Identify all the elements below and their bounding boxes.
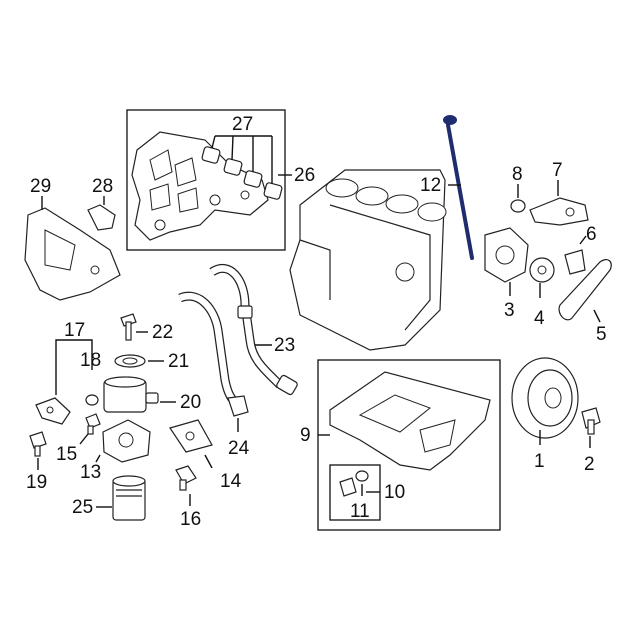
drain-gasket[interactable]: [355, 470, 369, 482]
engine-cover[interactable]: [24, 207, 121, 301]
bolt-19[interactable]: [29, 431, 47, 457]
callout-18: 18: [80, 350, 101, 371]
callout-23: 23: [274, 335, 295, 356]
oil-pump[interactable]: [484, 227, 529, 283]
callout-11: 11: [350, 501, 370, 522]
leader-27: [211, 135, 273, 184]
callout-1: 1: [534, 451, 545, 472]
engine-block[interactable]: [289, 169, 447, 351]
callout-10: 10: [384, 482, 405, 503]
callout-8: 8: [512, 164, 523, 185]
bolt-15[interactable]: [85, 413, 101, 435]
crankshaft-pulley[interactable]: [511, 357, 579, 439]
callout-28: 28: [92, 176, 113, 197]
drain-plug[interactable]: [339, 477, 357, 497]
callout-20: 20: [180, 392, 201, 413]
callout-2: 2: [584, 454, 595, 475]
callout-4: 4: [534, 308, 545, 329]
callout-29: 29: [30, 176, 51, 197]
leader-15: [79, 433, 89, 445]
bolt-22[interactable]: [120, 313, 137, 341]
leader-14: [204, 454, 213, 469]
gasket-14[interactable]: [169, 419, 213, 453]
oil-cooler[interactable]: [103, 376, 159, 413]
intake-manifold[interactable]: [131, 131, 269, 241]
pump-sprocket[interactable]: [529, 257, 555, 283]
hose-connector[interactable]: [227, 395, 249, 417]
callout-27: 27: [232, 114, 253, 135]
callout-13: 13: [80, 462, 101, 483]
callout-25: 25: [72, 497, 93, 518]
callout-22: 22: [152, 322, 173, 343]
gasket-21[interactable]: [114, 354, 146, 368]
callout-12: 12: [420, 175, 441, 196]
leader-13: [95, 454, 101, 463]
chain-tensioner[interactable]: [564, 249, 586, 275]
callout-21: 21: [168, 351, 189, 372]
oil-filter-adapter[interactable]: [102, 419, 151, 463]
oil-filter[interactable]: [112, 475, 146, 521]
callout-9: 9: [300, 425, 311, 446]
callout-16: 16: [180, 509, 201, 530]
callout-19: 19: [26, 472, 47, 493]
callout-6: 6: [586, 224, 597, 245]
o-ring-18[interactable]: [85, 394, 99, 406]
mount-bracket[interactable]: [87, 204, 116, 231]
oil-pressure-switch[interactable]: [35, 397, 71, 425]
callout-26: 26: [294, 165, 315, 186]
drive-chain[interactable]: [558, 258, 612, 321]
leader-17: [55, 339, 93, 395]
pulley-bolt[interactable]: [581, 407, 601, 435]
intake-manifold-group-box: [126, 109, 286, 251]
callout-24: 24: [228, 438, 250, 459]
callout-5: 5: [596, 324, 607, 345]
callout-14: 14: [220, 471, 242, 492]
leader-6: [579, 235, 587, 245]
callout-17: 17: [64, 320, 85, 341]
sensor-16[interactable]: [175, 465, 197, 491]
leader-5: [593, 309, 601, 323]
coolant-hose[interactable]: [209, 263, 298, 396]
manifold-gaskets[interactable]: [201, 146, 283, 200]
callout-7: 7: [552, 160, 563, 181]
dipstick[interactable]: [443, 115, 474, 260]
callout-15: 15: [56, 444, 77, 465]
oil-pan-group-box: [317, 359, 501, 531]
callout-3: 3: [504, 300, 515, 321]
oil-pan[interactable]: [329, 371, 491, 471]
seal-ring[interactable]: [510, 199, 526, 213]
pump-cover[interactable]: [529, 197, 589, 226]
